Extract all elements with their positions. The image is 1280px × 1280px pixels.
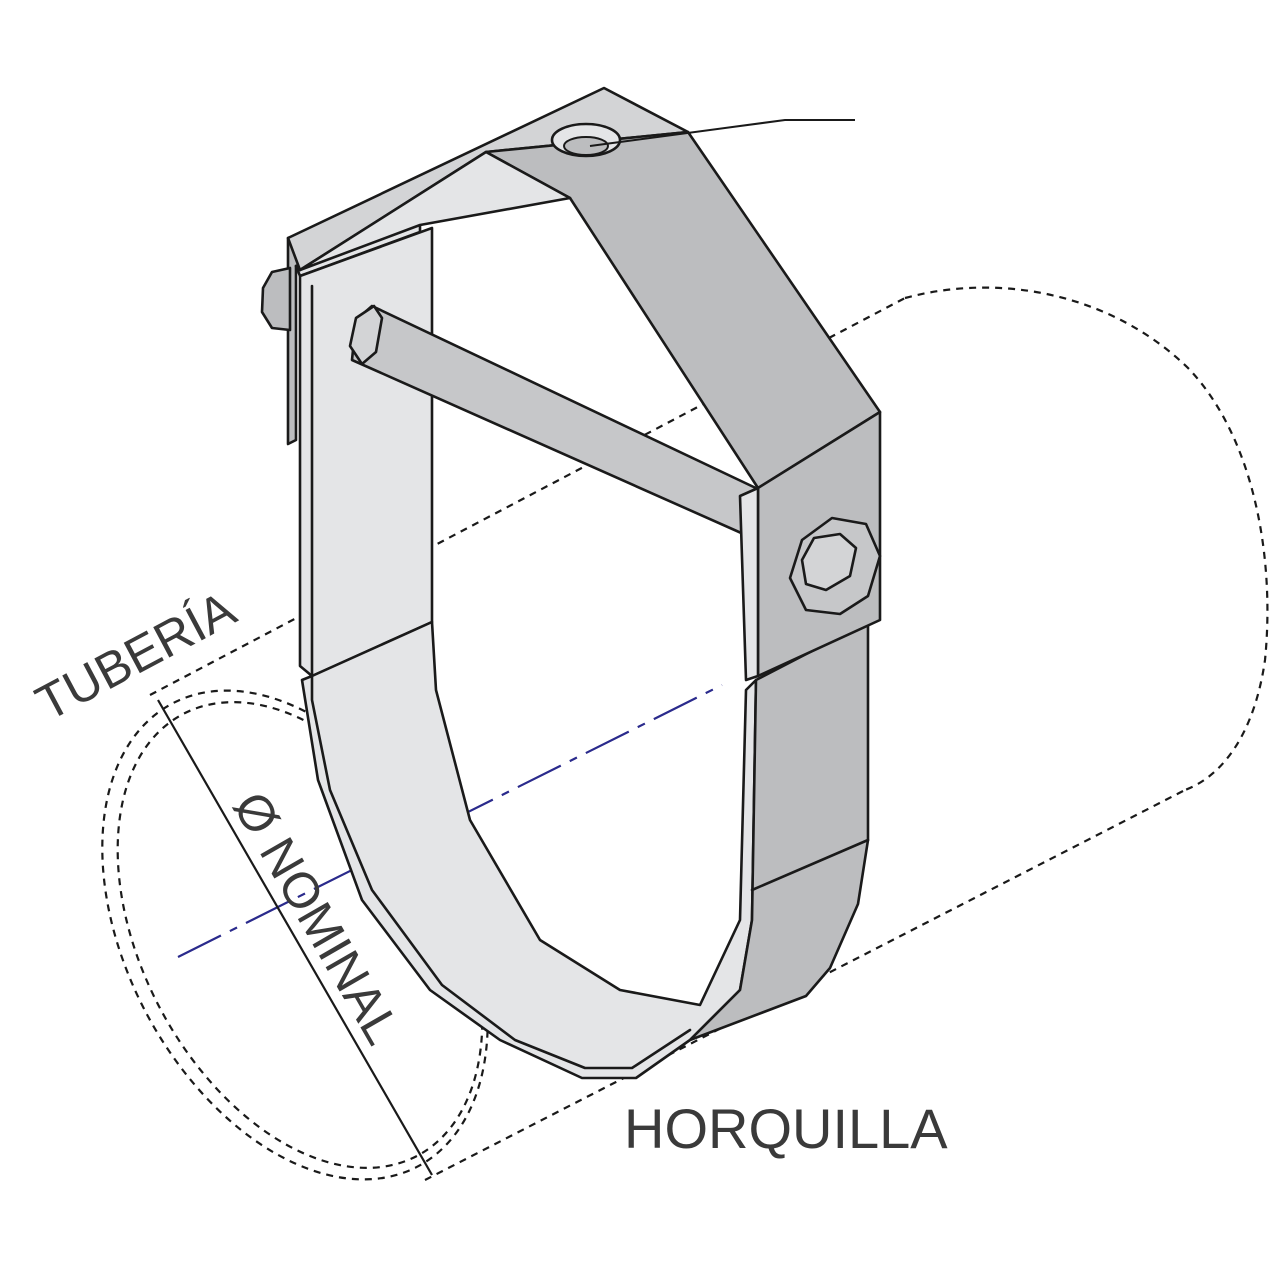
pipe-far-end	[904, 286, 1269, 792]
hanger-top-strap	[286, 86, 882, 490]
hanger-right-flange	[738, 410, 882, 682]
label-pipe: TUBERÍA	[27, 580, 245, 731]
hanger-left-band	[298, 226, 434, 678]
hanger-u-band	[300, 620, 870, 1080]
rear-nut	[260, 266, 292, 332]
leader-line	[589, 119, 855, 147]
cross-bolt-end	[348, 304, 384, 366]
label-hanger: HORQUILLA	[624, 1097, 948, 1160]
diameter-dimension-line	[157, 699, 433, 1176]
